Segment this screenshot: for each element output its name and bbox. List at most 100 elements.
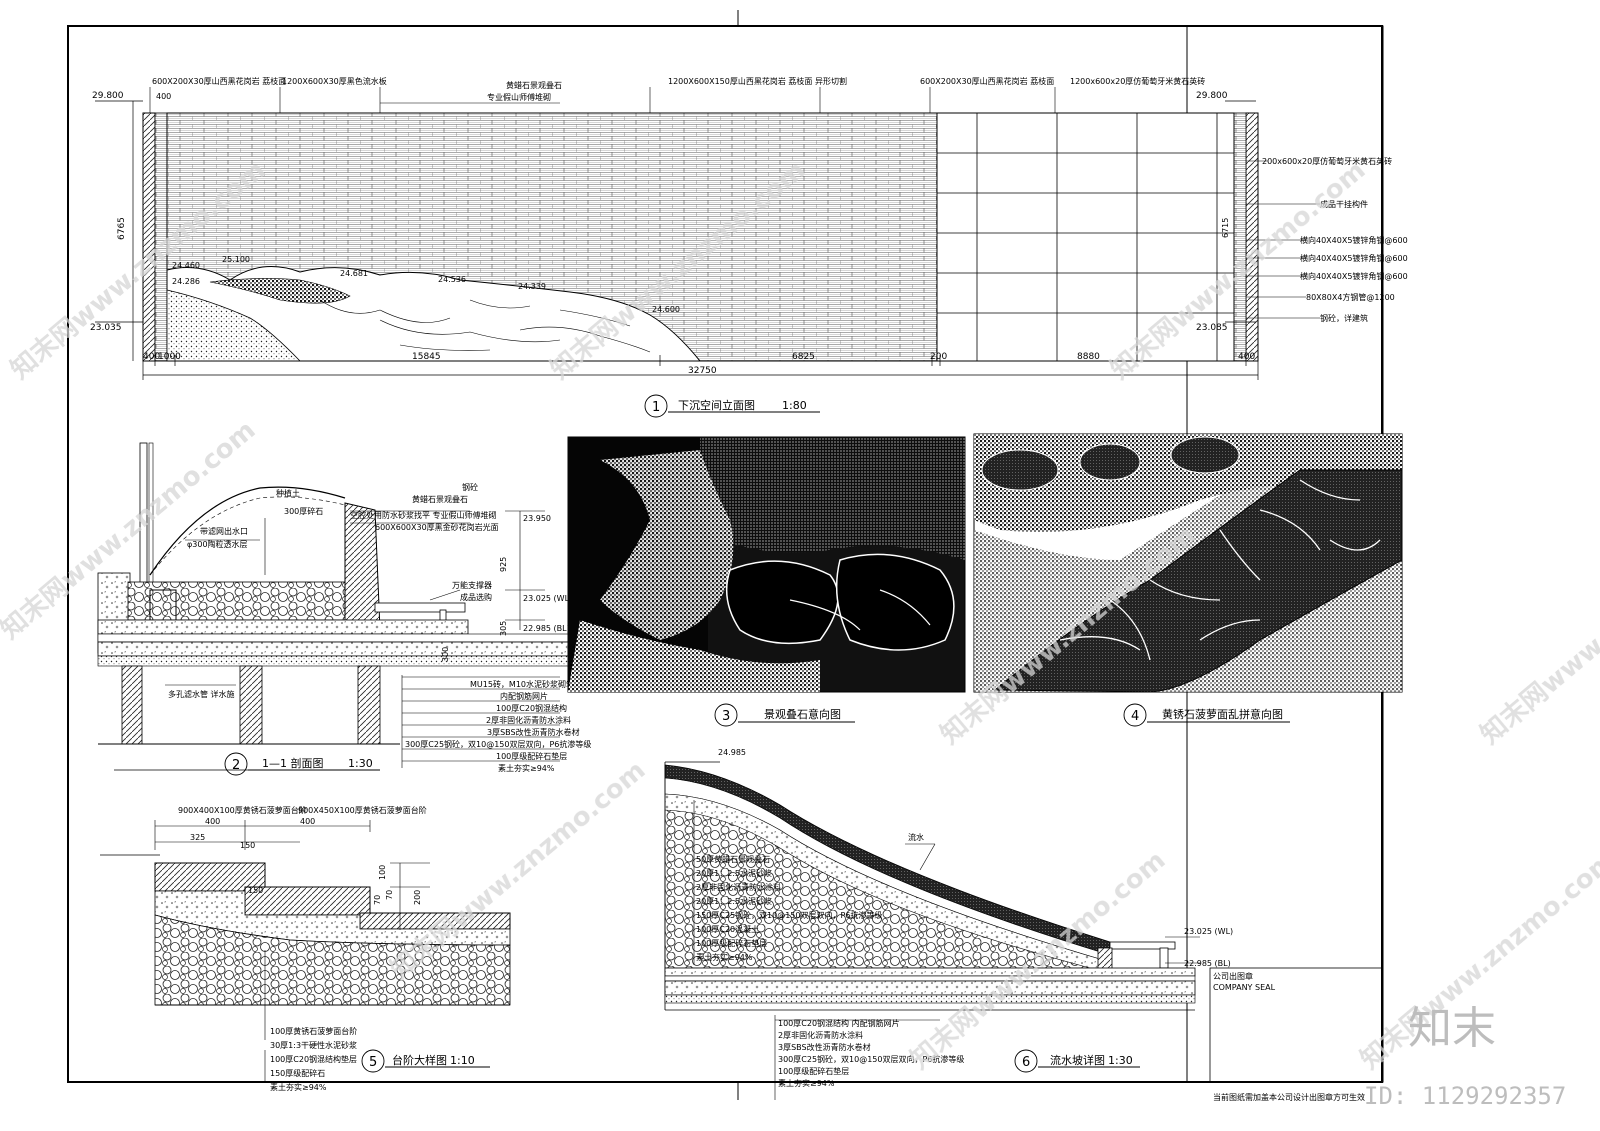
slope-label: 素土夯实≥94%: [696, 952, 753, 962]
section-label: 钢砼: [462, 482, 478, 492]
drawing-scale: 1:10: [450, 1054, 475, 1067]
slope-label: 20厚1：2.5水泥砂浆: [696, 868, 772, 878]
slope-label: 素土夯实≥94%: [778, 1078, 835, 1088]
drawing-scale: 1:80: [782, 399, 807, 412]
dim-text: 32750: [688, 366, 717, 376]
section-texts: 带滤网出水口 φ300陶粒透水层 种植土 300厚碎石 钢砼 黄蜡石景观叠石 空…: [168, 482, 591, 773]
level-mark: 23.035: [90, 323, 122, 333]
height-dim: 300: [441, 647, 450, 662]
seal-subtitle: COMPANY SEAL: [1213, 983, 1276, 992]
slope-label: 150厚C25钢砼，双10@150双层双向，P6抗渗等级: [696, 910, 882, 920]
dim-text: 400: [1238, 352, 1255, 362]
stone-reference-photo: [567, 436, 966, 727]
slope-label: 50厚黄蜡石景观叠石: [696, 854, 770, 864]
section-label: 素土夯实≥94%: [498, 763, 555, 773]
section-label: 300厚C25钢砼，双10@150双层双向，P6抗渗等级: [405, 739, 591, 749]
elevation-texts: 600X200X30厚山西黑花岗岩 荔枝面 1200X600X30厚黑色流水板 …: [90, 76, 1408, 415]
section-label: 成品选购: [460, 592, 492, 602]
slope-drawing: [664, 761, 1200, 1100]
section-label: 空腔处用防水砂浆找平 专业假山师傅堆砌: [350, 510, 497, 520]
drawing-number: 4: [1131, 709, 1139, 724]
dim-text: 400: [300, 817, 315, 826]
steps-drawing: [100, 820, 511, 1083]
slope-label: 100厚C20混凝土: [696, 924, 759, 934]
steps-label: 素土夯实≥94%: [270, 1082, 327, 1092]
slope-label: 100厚C20钢混结构 内配钢筋网片: [778, 1018, 900, 1028]
section-label: 种植土: [276, 488, 300, 498]
drawing-number: 3: [722, 709, 730, 724]
drawing-title: 台阶大样图: [392, 1053, 447, 1067]
dim-text: 100: [378, 865, 387, 880]
elevation-top-label: 1200X600X30厚黑色流水板: [282, 76, 387, 86]
slope-label: 20厚1：2.5水泥砂浆: [696, 896, 772, 906]
elevation-right-label: 横向40X40X5镀锌角钢@600: [1300, 271, 1408, 281]
level-mark: 24.681: [340, 269, 368, 278]
section-label: 300厚碎石: [284, 506, 323, 516]
drawing-title: 流水坡详图: [1050, 1053, 1105, 1067]
dim-text: 70: [385, 890, 394, 900]
elevation-right-label: 钢砼，详建筑: [1320, 313, 1368, 323]
elevation-right-label: 成品干挂构件: [1320, 199, 1368, 209]
level-mark: 400: [156, 92, 171, 101]
elevation-right-label: 横向40X40X5镀锌角钢@600: [1300, 253, 1408, 263]
dim-text: 1000: [158, 352, 181, 362]
elevation-top-label: 专业假山师傅堆砌: [487, 92, 551, 102]
level-mark: 29.800: [1196, 91, 1228, 101]
slope-label: 2厚非固化沥青防水涂料: [778, 1030, 863, 1040]
level-mark: 29.800: [92, 91, 124, 101]
dim-text: 400: [143, 352, 160, 362]
section-label: 3厚SBS改性沥青防水卷材: [487, 727, 580, 737]
slope-texts: 24.985 流水 50厚黄蜡石景观叠石 20厚1：2.5水泥砂浆 2厚非固化沥…: [696, 748, 1233, 1088]
drawing-title: 1—1 剖面图: [262, 756, 324, 770]
paving-reference-photo: [973, 433, 1403, 727]
image-id-watermark: ID: 1129292357: [1364, 1082, 1566, 1110]
dim-text: 200: [930, 352, 947, 362]
brand-watermark: 知末: [1408, 1003, 1496, 1054]
quartz-tile-wall: [936, 112, 1235, 362]
seal-title: 公司出图章: [1213, 971, 1253, 981]
level-mark: 22.985 (BL): [1184, 959, 1231, 968]
height-dim: 305: [499, 621, 508, 636]
elevation-top-label: 600X200X30厚山西黑花岗岩 荔枝面: [152, 76, 286, 86]
drawing-scale: 1:30: [348, 757, 373, 770]
slope-label: 100厚级配碎石垫层: [778, 1066, 849, 1076]
drawing-number: 1: [652, 400, 660, 415]
section-label: 2厚非固化沥青防水涂料: [486, 715, 571, 725]
level-mark: 23.025 (WL): [523, 594, 572, 603]
watermark-text: 知末网www.znzmo.com: [1475, 520, 1600, 750]
elevation-right-label: 横向40X40X5镀锌角钢@600: [1300, 235, 1408, 245]
dim-text: 150: [240, 841, 255, 850]
level-mark: 24.536: [438, 275, 466, 284]
section-label: 黄蜡石景观叠石: [412, 494, 468, 504]
slope-label: 2厚非固化沥青防水涂料: [696, 882, 781, 892]
elevation-right-label: 80X80X4方钢管@1200: [1306, 292, 1395, 302]
height-dim: 6765: [117, 217, 127, 240]
drawing-number: 5: [369, 1055, 377, 1070]
level-mark: 25.100: [222, 255, 250, 264]
watermark-text: 知末网www.znzmo.com: [385, 755, 651, 985]
level-mark: 24.600: [652, 305, 680, 314]
dim-text: 6825: [792, 352, 815, 362]
slope-label: 300厚C25钢砼，双10@150双层双向，P6抗渗等级: [778, 1054, 964, 1064]
level-mark: 23.950: [523, 514, 551, 523]
level-mark: 23.085: [1196, 323, 1228, 333]
drawing-number: 6: [1022, 1055, 1030, 1070]
section-label: 带滤网出水口: [200, 526, 248, 536]
dim-text: 8880: [1077, 352, 1100, 362]
elevation-top-label: 1200x600x20厚仿葡萄牙米黄石英砖: [1070, 76, 1205, 86]
section-label: 100厚C20钢混结构: [496, 703, 567, 713]
section-label: φ300陶粒透水层: [187, 539, 248, 549]
section-drawing: [97, 442, 569, 776]
height-dim: 925: [499, 557, 508, 572]
slope-label: 100厚级配碎石垫层: [696, 938, 767, 948]
seal-note: 当前图纸需加盖本公司设计出图章方可生效: [1213, 1092, 1365, 1102]
level-mark: 23.025 (WL): [1184, 927, 1233, 936]
elevation-top-label: 1200X600X150厚山西黑花岗岩 荔枝面 异形切割: [668, 76, 847, 86]
dim-text: 150: [248, 886, 263, 895]
slope-label: 流水: [908, 832, 924, 842]
elevation-drawing: [95, 87, 1320, 418]
level-mark: 24.985: [718, 748, 746, 757]
drawing-title: 黄锈石菠萝面乱拼意向图: [1162, 707, 1283, 721]
level-mark: 24.286: [172, 277, 200, 286]
